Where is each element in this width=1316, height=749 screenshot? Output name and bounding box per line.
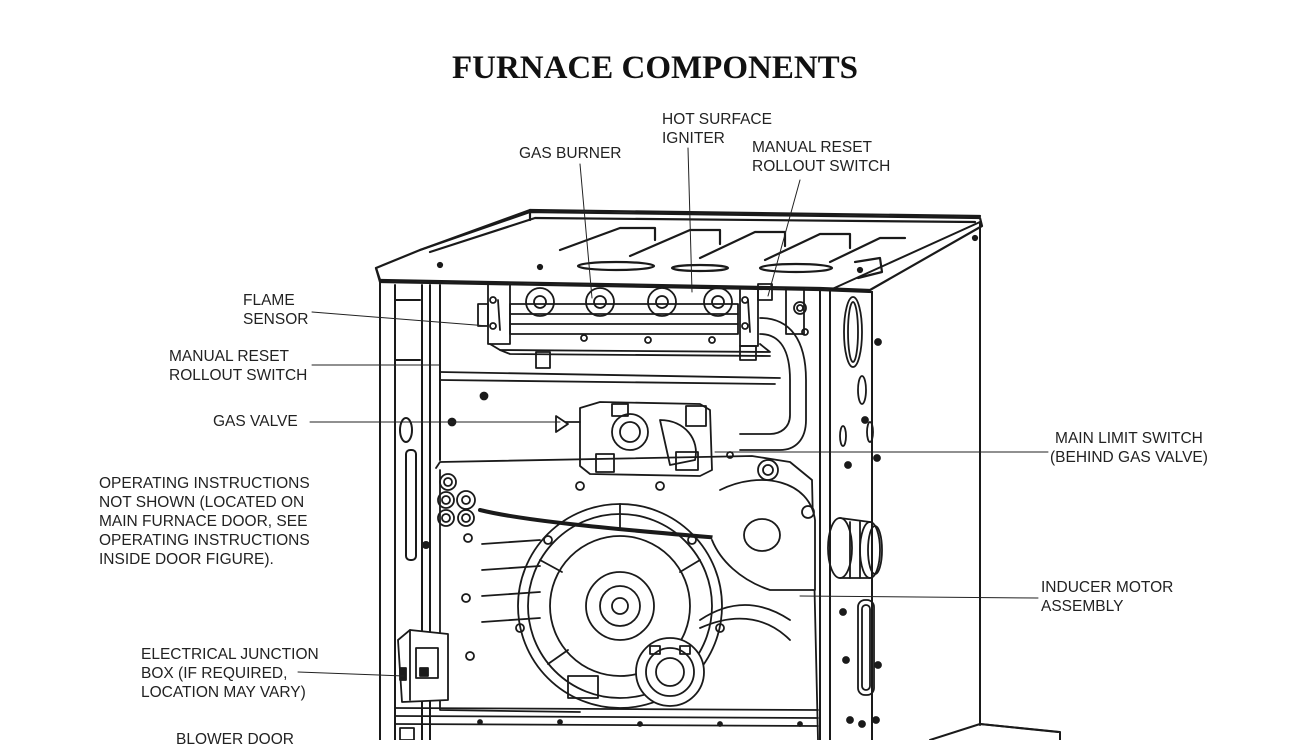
blower-door-frame [395, 707, 819, 740]
label-manual-reset-rollout-top: MANUAL RESET ROLLOUT SWITCH [752, 139, 891, 175]
cabinet-top [374, 208, 984, 294]
label-electrical-junction-box: ELECTRICAL JUNCTION BOX (IF REQUIRED, LO… [141, 646, 319, 701]
page-title: FURNACE COMPONENTS [451, 50, 859, 86]
label-main-limit-switch: MAIN LIMIT SWITCH (BEHIND GAS VALVE) [1050, 430, 1208, 466]
side-panel [827, 296, 883, 728]
label-inducer-motor-assembly: INDUCER MOTOR ASSEMBLY [1041, 579, 1174, 615]
leader-rollout-top [767, 179, 801, 297]
leader-gas-burner [579, 163, 593, 299]
label-gas-burner: GAS BURNER [519, 145, 622, 162]
leader-inducer-motor [799, 595, 1039, 599]
leader-flame-sensor [311, 311, 489, 327]
leader-lines [297, 147, 1049, 677]
label-flame-sensor: FLAME SENSOR [243, 292, 309, 328]
leader-junction-box [297, 671, 405, 677]
cabinet-walls [379, 221, 1061, 740]
junction-box [397, 629, 449, 703]
inducer-assembly [435, 451, 819, 740]
leader-hot-surface-igniter [687, 147, 693, 293]
gas-valve [555, 401, 713, 477]
burner-assembly [477, 283, 809, 369]
label-hot-surface-igniter: HOT SURFACE IGNITER [662, 111, 772, 147]
label-manual-reset-rollout-left: MANUAL RESET ROLLOUT SWITCH [169, 348, 308, 384]
label-operating-instructions: OPERATING INSTRUCTIONS NOT SHOWN (LOCATE… [99, 475, 310, 568]
label-gas-valve: GAS VALVE [213, 413, 298, 430]
